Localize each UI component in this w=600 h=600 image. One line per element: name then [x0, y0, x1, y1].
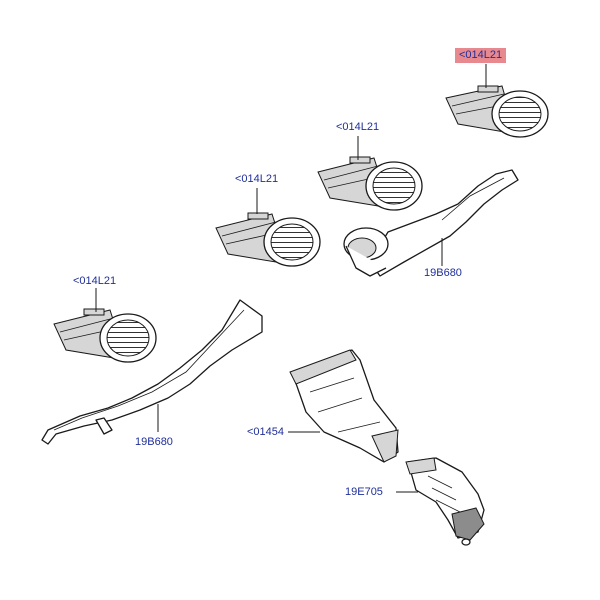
callout-label: 19B680 — [424, 267, 462, 279]
air-duct-center — [289, 349, 399, 463]
callout-label: <014L21 — [73, 275, 117, 287]
air-duct-right — [343, 169, 519, 277]
callout-label: 19E705 — [345, 486, 383, 498]
callout-label: <01454 — [247, 426, 285, 438]
vent-outlet-left — [53, 308, 157, 363]
callout-label: <014L21 — [336, 121, 380, 133]
vent-outlet-upper-middle — [317, 156, 423, 211]
air-duct-left — [41, 299, 263, 445]
callout-label: <014L21 — [235, 173, 279, 185]
vent-outlet-middle-left — [215, 212, 321, 267]
callout-label: <014L21 — [455, 48, 507, 63]
vent-outlet-top-right — [445, 85, 549, 138]
callout-label: 19B680 — [135, 436, 173, 448]
air-duct-lower — [405, 457, 485, 546]
